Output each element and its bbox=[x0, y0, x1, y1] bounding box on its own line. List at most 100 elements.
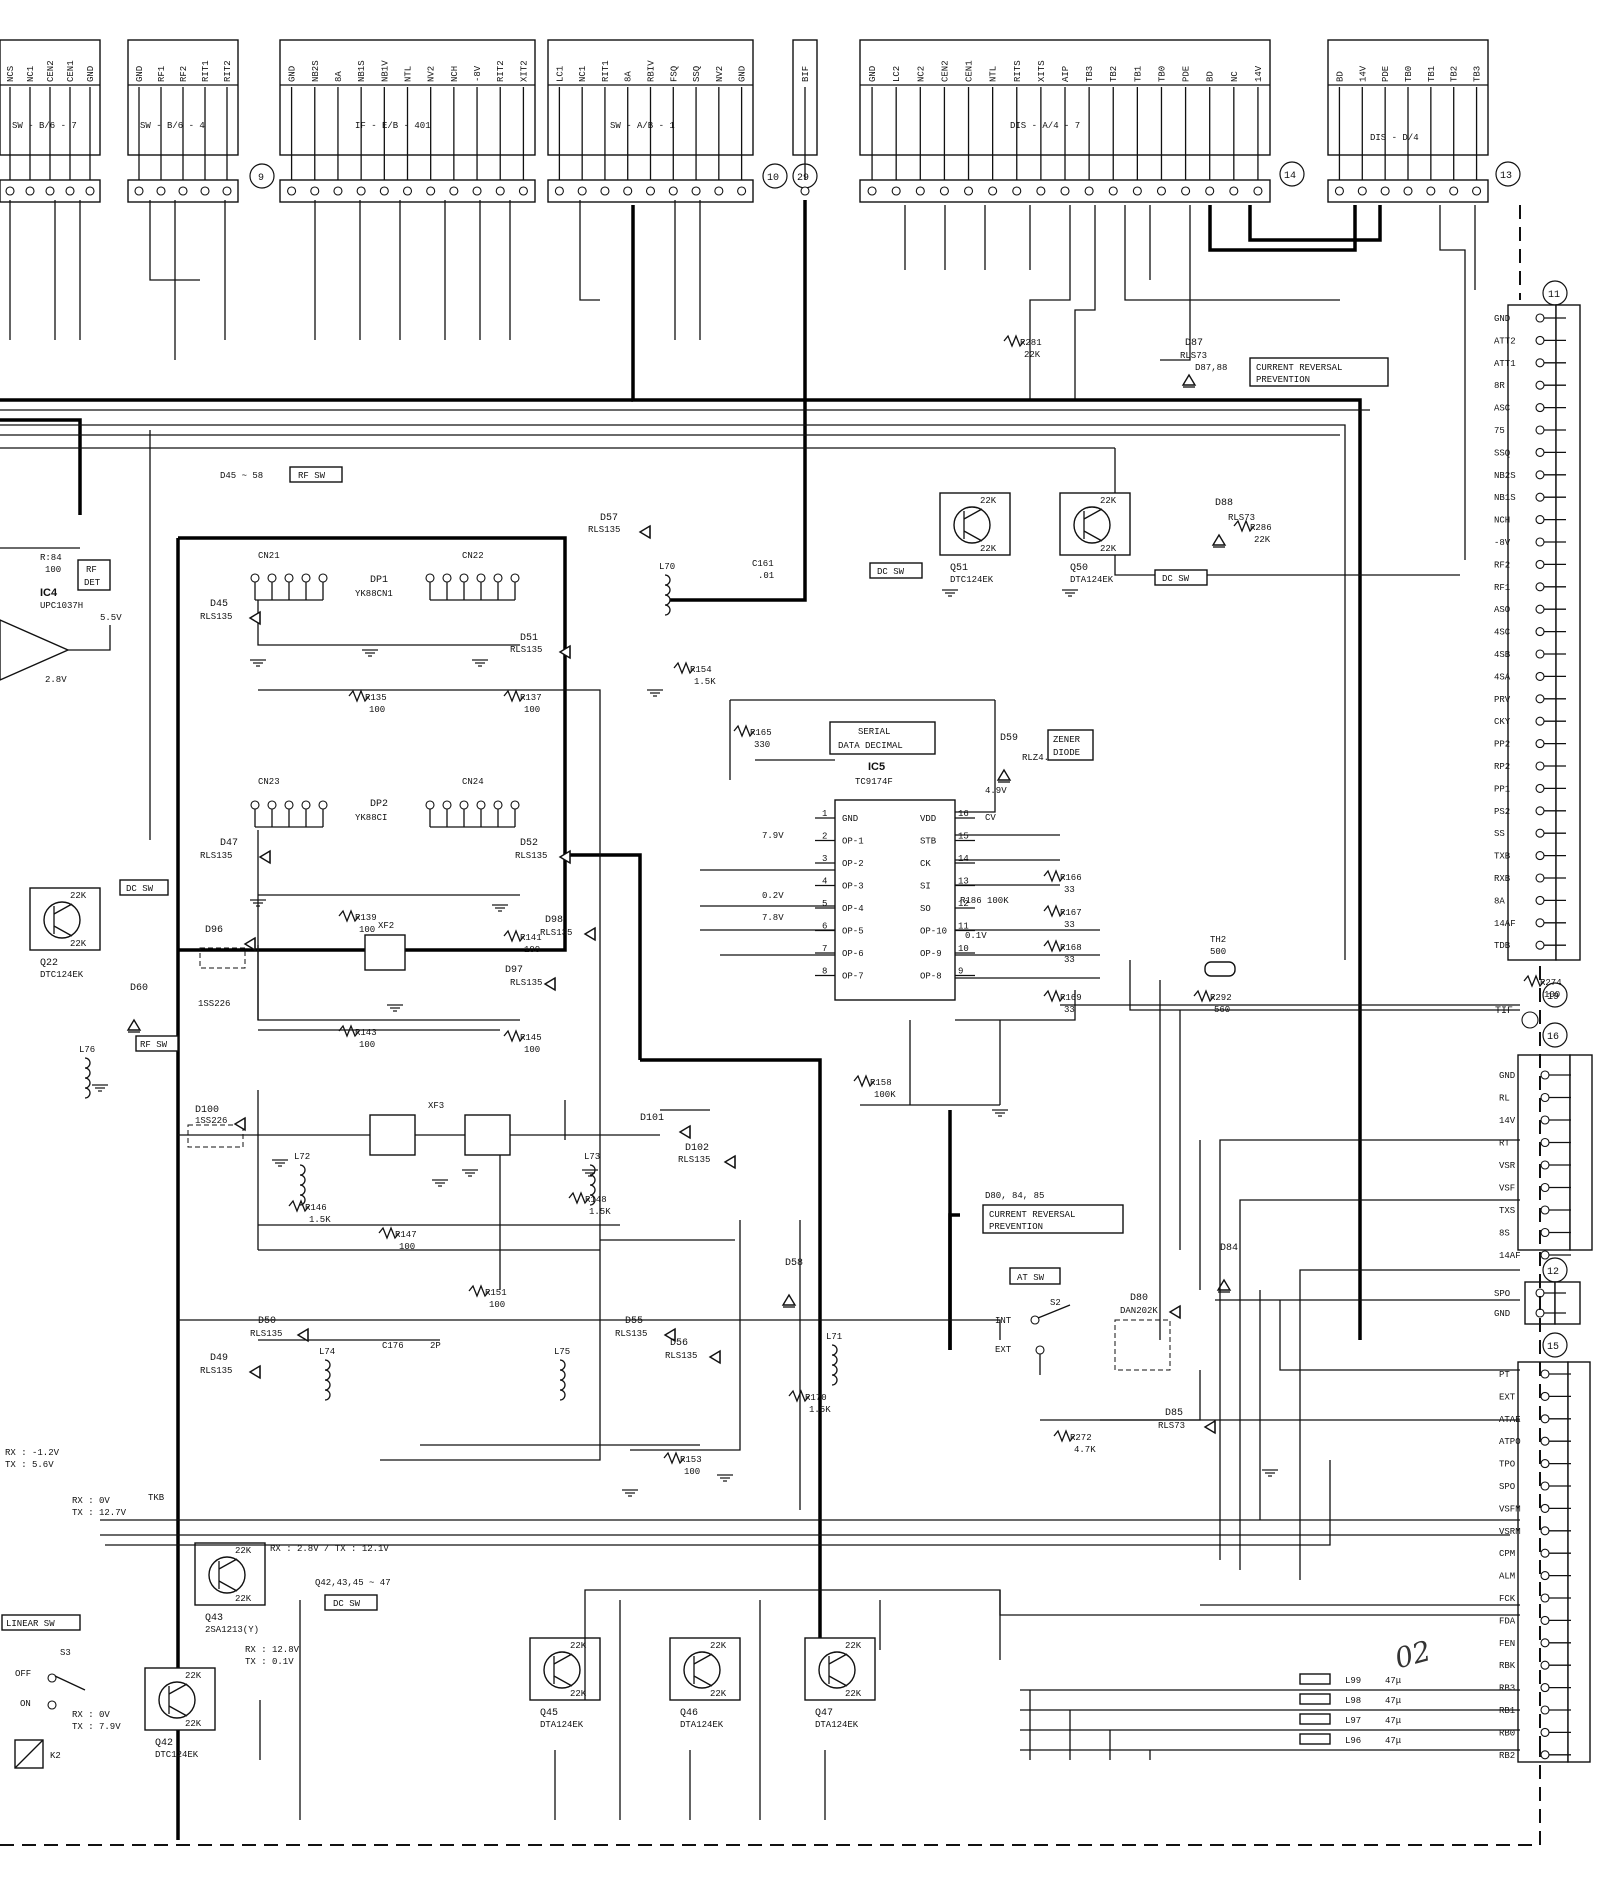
connector-pin bbox=[1540, 1137, 1550, 1148]
resistor-value: 100 bbox=[524, 945, 540, 955]
svg-text:22K: 22K bbox=[710, 1641, 727, 1651]
inductor-l72: L72 bbox=[294, 1152, 310, 1206]
cn-pin bbox=[476, 800, 486, 810]
connector-pin bbox=[1540, 1526, 1550, 1536]
diode-label: D87 bbox=[1185, 338, 1203, 349]
diode-label: D88 bbox=[1215, 498, 1233, 509]
connector-pin bbox=[1535, 515, 1545, 525]
header-pin bbox=[1229, 186, 1239, 196]
svg-text:SERIAL: SERIAL bbox=[858, 727, 890, 737]
svg-text:XF2: XF2 bbox=[378, 921, 394, 931]
cn-pin bbox=[318, 800, 328, 810]
header-pin bbox=[200, 186, 210, 196]
connector-pin bbox=[1540, 1205, 1550, 1215]
diode-label: D52 bbox=[520, 838, 538, 849]
ground-symbol bbox=[250, 659, 266, 667]
header-pin-label: NB1V bbox=[380, 60, 390, 82]
diode-label: D85 bbox=[1165, 1408, 1183, 1419]
bus-bif bbox=[670, 200, 807, 602]
diode-part-label: RLS73 bbox=[1180, 351, 1207, 361]
connector-pin-label: NB1S bbox=[1494, 493, 1516, 503]
transistor-part: DTC124EK bbox=[155, 1750, 199, 1760]
svg-text:Q42,43,45 ~ 47: Q42,43,45 ~ 47 bbox=[315, 1578, 391, 1588]
bus-14-13 bbox=[1248, 205, 1382, 242]
svg-text:C176: C176 bbox=[382, 1341, 404, 1351]
header-pin-label: -8V bbox=[473, 65, 483, 82]
connector-pin bbox=[1535, 940, 1545, 950]
connector-16: 16 bbox=[1517, 1022, 1593, 1251]
dc-sw-note-q51: DC SW bbox=[869, 562, 923, 579]
svg-text:22K: 22K bbox=[235, 1594, 252, 1604]
ic5-pin-name: OP-8 bbox=[920, 972, 942, 982]
resistor-value: 33 bbox=[1064, 1005, 1075, 1015]
resistor-value: 22K bbox=[1254, 535, 1271, 545]
dc-sw-note-q22: DC SW bbox=[119, 879, 169, 896]
connector-pin bbox=[1535, 1288, 1545, 1298]
connector-pin bbox=[1535, 1308, 1545, 1318]
connector-number: 15 bbox=[1547, 1342, 1559, 1353]
connector-pin bbox=[1540, 1638, 1550, 1648]
header-pin bbox=[963, 186, 974, 196]
cn21-group: CN21 CN22 DP1 YK88CN1 bbox=[250, 551, 520, 601]
connector-pin-label: ATT1 bbox=[1494, 359, 1516, 369]
diode-d60 bbox=[126, 1018, 142, 1033]
ground-symbol bbox=[992, 1109, 1008, 1117]
diode-d100 bbox=[233, 1116, 246, 1132]
linear-sw-note: LINEAR SW bbox=[1, 1614, 81, 1631]
header-pin bbox=[1449, 186, 1459, 196]
resistor-value: 100 bbox=[524, 1045, 540, 1055]
svg-text:RF SW: RF SW bbox=[298, 471, 326, 481]
svg-text:5.5V: 5.5V bbox=[100, 613, 122, 623]
header-pin bbox=[1380, 186, 1390, 196]
transistor-part: DTA124EK bbox=[815, 1720, 859, 1730]
diode-d59 bbox=[996, 768, 1012, 783]
header-pin bbox=[1426, 186, 1436, 196]
transistor-part: 2SA1213(Y) bbox=[205, 1625, 259, 1635]
bus-8a bbox=[631, 205, 1362, 1340]
resistor-ref: R145 bbox=[520, 1033, 542, 1043]
svg-text:RX : -1.2V: RX : -1.2V bbox=[5, 1448, 60, 1458]
cn-pin bbox=[318, 573, 328, 583]
svg-text:7.9V: 7.9V bbox=[762, 831, 784, 841]
header-pin bbox=[310, 186, 320, 196]
svg-text:UPC1037H: UPC1037H bbox=[40, 601, 83, 611]
header-pin-label: RITS bbox=[1013, 60, 1023, 82]
header-pin bbox=[85, 186, 95, 196]
rf-sw-note-top: D45 ~ 58 RF SW bbox=[220, 466, 343, 483]
diode-part-label: RLS135 bbox=[200, 851, 232, 861]
connector-pin-label: ATPO bbox=[1499, 1437, 1521, 1447]
diode-d57 bbox=[638, 524, 651, 540]
resistor-ref: R139 bbox=[355, 913, 377, 923]
ic5-pin-name: SO bbox=[920, 904, 931, 914]
connector-pin-label: FDA bbox=[1499, 1616, 1516, 1626]
connector-pin-label: GND bbox=[1494, 1309, 1510, 1319]
connector-14: DIS - A/4 - 7 14 bbox=[859, 39, 1305, 203]
connector-pin bbox=[1540, 1548, 1550, 1558]
ground-symbols bbox=[92, 589, 1278, 1497]
diode-d102 bbox=[723, 1154, 736, 1170]
resistor-ref: R166 bbox=[1060, 873, 1082, 883]
connector-pin-label: ASO bbox=[1494, 605, 1510, 615]
transistor-part: DTA124EK bbox=[680, 1720, 724, 1730]
header-pin bbox=[867, 186, 877, 196]
header-pin bbox=[1060, 186, 1070, 196]
connector-title: SW - A/B - 1 bbox=[610, 121, 675, 131]
diode-d45 bbox=[248, 610, 261, 626]
cn-pin bbox=[425, 800, 435, 810]
cn-pin bbox=[493, 573, 503, 583]
connector-pin-label: RF1 bbox=[1494, 583, 1510, 593]
connector-pin-label: RL bbox=[1499, 1094, 1510, 1104]
svg-text:S3: S3 bbox=[60, 1648, 71, 1658]
diode-part-label: RLZ4.7B bbox=[1022, 753, 1060, 763]
svg-text:RX : 0V: RX : 0V bbox=[72, 1710, 110, 1720]
svg-text:19: 19 bbox=[1547, 992, 1559, 1003]
connector-pin bbox=[1535, 918, 1545, 928]
diode-label: D45 bbox=[210, 599, 228, 610]
connector-pin bbox=[1540, 1092, 1550, 1103]
ground-symbol bbox=[717, 1474, 733, 1482]
svg-text:22K: 22K bbox=[70, 891, 87, 901]
connector-title: DIS - D/4 bbox=[1370, 133, 1419, 143]
